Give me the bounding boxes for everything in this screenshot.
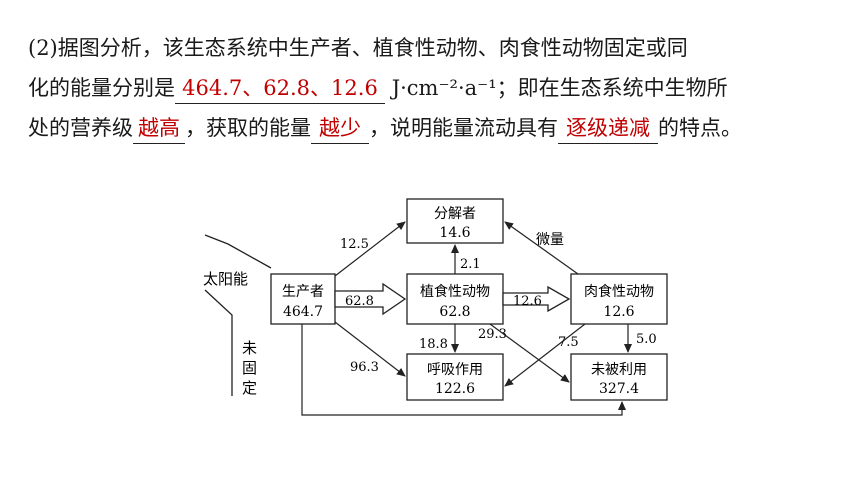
- question-line-3-suffix: 的特点。: [658, 116, 742, 140]
- carnivore-value: 12.6: [603, 304, 634, 320]
- unfixed-label-char-2: 固: [242, 359, 257, 377]
- answer-blank-energy-amount: 越少: [311, 113, 369, 144]
- question-line-3-mid1: ，获取的能量: [185, 116, 311, 140]
- sun-energy-label: 太阳能: [203, 270, 248, 288]
- question-text: (2)据图分析，该生态系统中生产者、植食性动物、肉食性动物固定或同 化的能量分别…: [28, 28, 838, 148]
- flow-label-herbivore-carnivore: 12.6: [513, 294, 542, 309]
- unfixed-label: 未 固 定: [242, 339, 257, 397]
- flow-label-carnivore-decomposer: 微量: [536, 232, 564, 248]
- herbivore-value: 62.8: [439, 304, 470, 320]
- unused-name: 未被利用: [591, 362, 647, 378]
- carnivore-to-respiration-arrow: [504, 323, 586, 387]
- decomposer-value: 14.6: [439, 225, 470, 241]
- question-line-3-prefix: 处的营养级: [28, 116, 133, 140]
- answer-blank-energy-values: 464.7、62.8、12.6: [175, 73, 385, 104]
- carnivore-name: 肉食性动物: [584, 283, 654, 300]
- herbivore-name: 植食性动物: [420, 283, 490, 300]
- sun-energy-line-lower: [204, 289, 233, 396]
- flow-label-herbivore-decomposer: 2.1: [460, 257, 481, 272]
- question-line-3: 处的营养级越高，获取的能量越少，说明能量流动具有逐级递减的特点。: [28, 108, 838, 148]
- flow-label-producer-respiration: 96.3: [350, 360, 379, 375]
- decomposer-name: 分解者: [434, 206, 476, 222]
- decomposer-box: [406, 198, 504, 244]
- producer-name: 生产者: [282, 284, 324, 300]
- question-line-2-suffix: ；即在生态系统中生物所: [496, 76, 728, 100]
- producer-to-herbivore-arrow: [334, 282, 407, 316]
- answer-blank-characteristic: 逐级递减: [558, 113, 658, 144]
- carnivore-box: [570, 273, 668, 325]
- herbivore-to-unused-arrow: [489, 323, 570, 383]
- flow-label-producer-decomposer: 12.5: [340, 237, 369, 252]
- unfixed-label-char-3: 定: [242, 379, 257, 397]
- question-line-1: (2)据图分析，该生态系统中生产者、植食性动物、肉食性动物固定或同: [28, 28, 838, 68]
- unused-value: 327.4: [599, 381, 639, 397]
- answer-blank-trophic-level: 越高: [133, 113, 185, 144]
- producer-to-respiration-arrow: [334, 321, 406, 377]
- respiration-box: [406, 353, 504, 401]
- question-line-3-mid2: ，说明能量流动具有: [369, 116, 558, 140]
- producer-value: 464.7: [283, 304, 323, 320]
- carnivore-to-decomposer-arrow: [504, 221, 579, 275]
- flow-label-producer-herbivore: 62.8: [345, 294, 374, 309]
- unfixed-label-char-1: 未: [242, 339, 257, 357]
- producer-to-decomposer-arrow: [334, 221, 406, 277]
- question-line-2-prefix: 化的能量分别是: [28, 76, 175, 100]
- flow-label-carnivore-unused: 5.0: [636, 332, 657, 347]
- respiration-name: 呼吸作用: [427, 362, 483, 378]
- producer-to-unused-arrow: [301, 324, 626, 416]
- flow-label-herbivore-unused: 29.3: [478, 327, 507, 342]
- unused-box: [570, 353, 668, 401]
- unit-label: J·cm⁻²·a⁻¹: [391, 76, 497, 100]
- sun-energy-line-upper: [204, 234, 272, 269]
- respiration-value: 122.6: [435, 381, 475, 397]
- herbivore-to-carnivore-arrow: [502, 285, 571, 313]
- flow-label-carnivore-respiration: 7.5: [558, 335, 579, 350]
- question-line-1-text: (2)据图分析，该生态系统中生产者、植食性动物、肉食性动物固定或同: [28, 36, 688, 60]
- flow-label-herbivore-respiration: 18.8: [419, 337, 448, 352]
